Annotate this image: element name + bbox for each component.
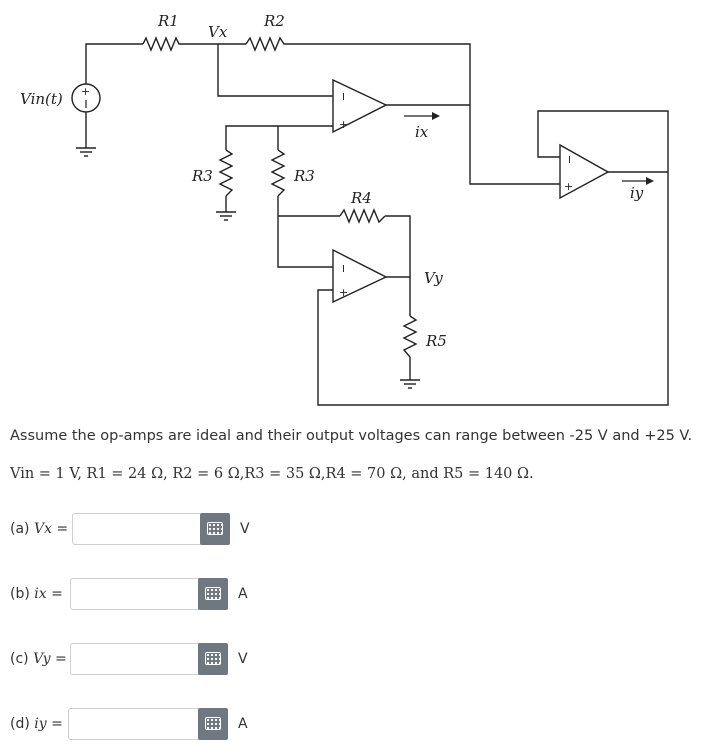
label-r1: R1 bbox=[157, 12, 179, 30]
resistor-r2 bbox=[245, 36, 292, 52]
opamp-3: I + bbox=[559, 143, 610, 200]
label-r3-right: R3 bbox=[293, 167, 315, 185]
answer-d-unit: A bbox=[238, 716, 248, 732]
answer-c-input[interactable] bbox=[70, 643, 202, 675]
svg-text:I: I bbox=[342, 92, 345, 103]
problem-statement: Assume the op-amps are ideal and their o… bbox=[10, 428, 693, 444]
ground-source bbox=[76, 147, 96, 157]
circuit-diagram: + I + I + I + R1 R2 Vx Vin(t) R3 R3 R4 bbox=[20, 12, 669, 406]
label-r3-left: R3 bbox=[191, 167, 213, 185]
svg-text:+: + bbox=[564, 180, 573, 193]
label-ix: ix bbox=[415, 123, 429, 141]
answer-b-keyboard-button[interactable] bbox=[198, 578, 228, 610]
ground-r3 bbox=[216, 211, 236, 221]
label-iy: iy bbox=[630, 184, 644, 202]
resistor-r1 bbox=[142, 36, 182, 52]
answer-a-input[interactable] bbox=[72, 513, 204, 545]
svg-text:+: + bbox=[81, 85, 90, 98]
answer-d-input[interactable] bbox=[68, 708, 200, 740]
svg-text:+: + bbox=[339, 118, 348, 131]
answer-b-unit: A bbox=[238, 586, 248, 602]
answer-d-keyboard-button[interactable] bbox=[198, 708, 228, 740]
keypad-icon bbox=[205, 717, 221, 730]
question-b-label: (b) ix = bbox=[10, 586, 63, 602]
iy-arrow bbox=[622, 177, 654, 185]
resistor-r3-right bbox=[270, 149, 286, 197]
svg-text:+: + bbox=[339, 286, 348, 299]
label-r5: R5 bbox=[425, 332, 447, 350]
label-r4: R4 bbox=[350, 189, 372, 207]
resistor-r4 bbox=[339, 208, 386, 224]
resistor-r3-left bbox=[218, 149, 234, 197]
resistor-r5 bbox=[402, 315, 418, 358]
question-d-label: (d) iy = bbox=[10, 716, 63, 732]
ix-arrow bbox=[404, 112, 440, 120]
label-r2: R2 bbox=[263, 12, 285, 30]
keypad-icon bbox=[207, 522, 223, 535]
svg-text:I: I bbox=[568, 155, 571, 166]
keypad-icon bbox=[205, 587, 221, 600]
answer-a-unit: V bbox=[240, 521, 250, 537]
label-vin: Vin(t) bbox=[20, 90, 63, 108]
question-a-label: (a) Vx = bbox=[10, 521, 69, 537]
label-vx: Vx bbox=[208, 23, 228, 41]
opamp-2: I + bbox=[332, 248, 388, 304]
keypad-icon bbox=[205, 652, 221, 665]
circuit-wires bbox=[85, 43, 669, 406]
question-c-label: (c) Vy = bbox=[10, 651, 67, 667]
answer-c-unit: V bbox=[238, 651, 248, 667]
opamp-1: I + bbox=[332, 78, 388, 134]
svg-text:I: I bbox=[342, 264, 345, 275]
answer-c-keyboard-button[interactable] bbox=[198, 643, 228, 675]
given-values: Vin = 1 V, R1 = 24 Ω, R2 = 6 Ω,R3 = 35 Ω… bbox=[10, 466, 534, 482]
voltage-source: + bbox=[71, 83, 101, 113]
label-vy: Vy bbox=[424, 269, 443, 287]
answer-a-keyboard-button[interactable] bbox=[200, 513, 230, 545]
ground-r5 bbox=[400, 379, 420, 389]
answer-b-input[interactable] bbox=[70, 578, 202, 610]
